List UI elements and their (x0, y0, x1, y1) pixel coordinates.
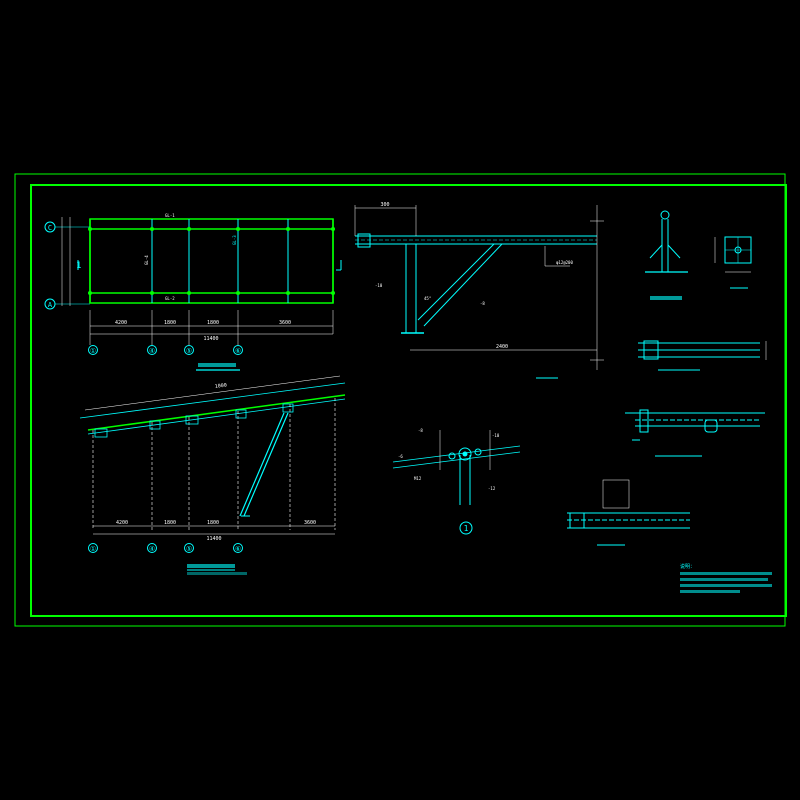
detail1-callout-2: -10 (492, 433, 500, 438)
section22-callout-3: -8 (480, 301, 485, 306)
elev-dim-1: 4200 (116, 520, 128, 526)
column-base-detail (645, 210, 752, 300)
elevation-top-dim: 1000 (214, 382, 227, 390)
beam-detail-1 (638, 340, 767, 371)
elev-dim-4: 3600 (304, 520, 316, 526)
plan-axis-5: ⑤ (186, 347, 192, 355)
plan-axis-1: ① (90, 347, 96, 355)
plan-dim-total: 11400 (203, 336, 218, 342)
plan-dim-1: 4200 (115, 320, 127, 326)
notes-block: 说明： (680, 563, 772, 593)
elev-axis-4: ④ (149, 545, 155, 553)
notes-heading: 说明： (680, 563, 695, 570)
detail-1: -8 -10 M12 -12 -6 1 (392, 428, 521, 535)
detail1-callout-4: -12 (488, 486, 496, 491)
elev-dim-total: 11400 (206, 536, 221, 542)
elev-dim-3: 1800 (207, 520, 219, 526)
inner-frame (30, 184, 787, 617)
plan-member-label-3: GL-3 (232, 235, 237, 245)
elev-dim-2: 1800 (164, 520, 176, 526)
elev-axis-6: ⑥ (235, 545, 241, 553)
section-2-2: 300 2400 φ12@200 -10 -8 45° (354, 202, 604, 379)
detail1-callout-3: M12 (414, 476, 422, 481)
plan-axis-4: ④ (149, 347, 155, 355)
plan-axis-left-a: A (48, 301, 53, 309)
beam-detail-3 (567, 479, 690, 546)
plan-dim-2: 1800 (164, 320, 176, 326)
plan-axis-6: ⑥ (235, 347, 241, 355)
elev-axis-1: ① (90, 545, 96, 553)
outer-frame (14, 173, 786, 627)
section22-dim-bottom: 2400 (496, 344, 508, 350)
plan-member-label-4: GL-4 (144, 255, 149, 265)
section22-callout-1: φ12@200 (556, 260, 573, 265)
section22-dim-top: 300 (380, 202, 389, 208)
section22-callout-2: -10 (375, 283, 383, 288)
beam-detail-2 (625, 409, 765, 457)
plan-dim-4: 3600 (279, 320, 291, 326)
plan-view: C A 1 4200 1800 1800 3600 11400 ① ④ ⑤ ⑥ … (44, 213, 342, 371)
plan-axis-left-c: C (48, 224, 52, 232)
plan-section-mark: 1 (76, 261, 81, 271)
elevation-view: 1000 4200 1800 1800 3600 11400 (79, 375, 346, 575)
plan-member-label-2: GL-2 (165, 296, 175, 301)
detail1-callout-1: -8 (418, 428, 423, 433)
detail1-label: 1 (464, 524, 469, 533)
section22-callout-4: 45° (424, 296, 431, 301)
elev-axis-5: ⑤ (186, 545, 192, 553)
detail1-callout-5: -6 (398, 454, 403, 459)
plan-member-label-1: GL-1 (165, 213, 175, 218)
plan-dim-3: 1800 (207, 320, 219, 326)
